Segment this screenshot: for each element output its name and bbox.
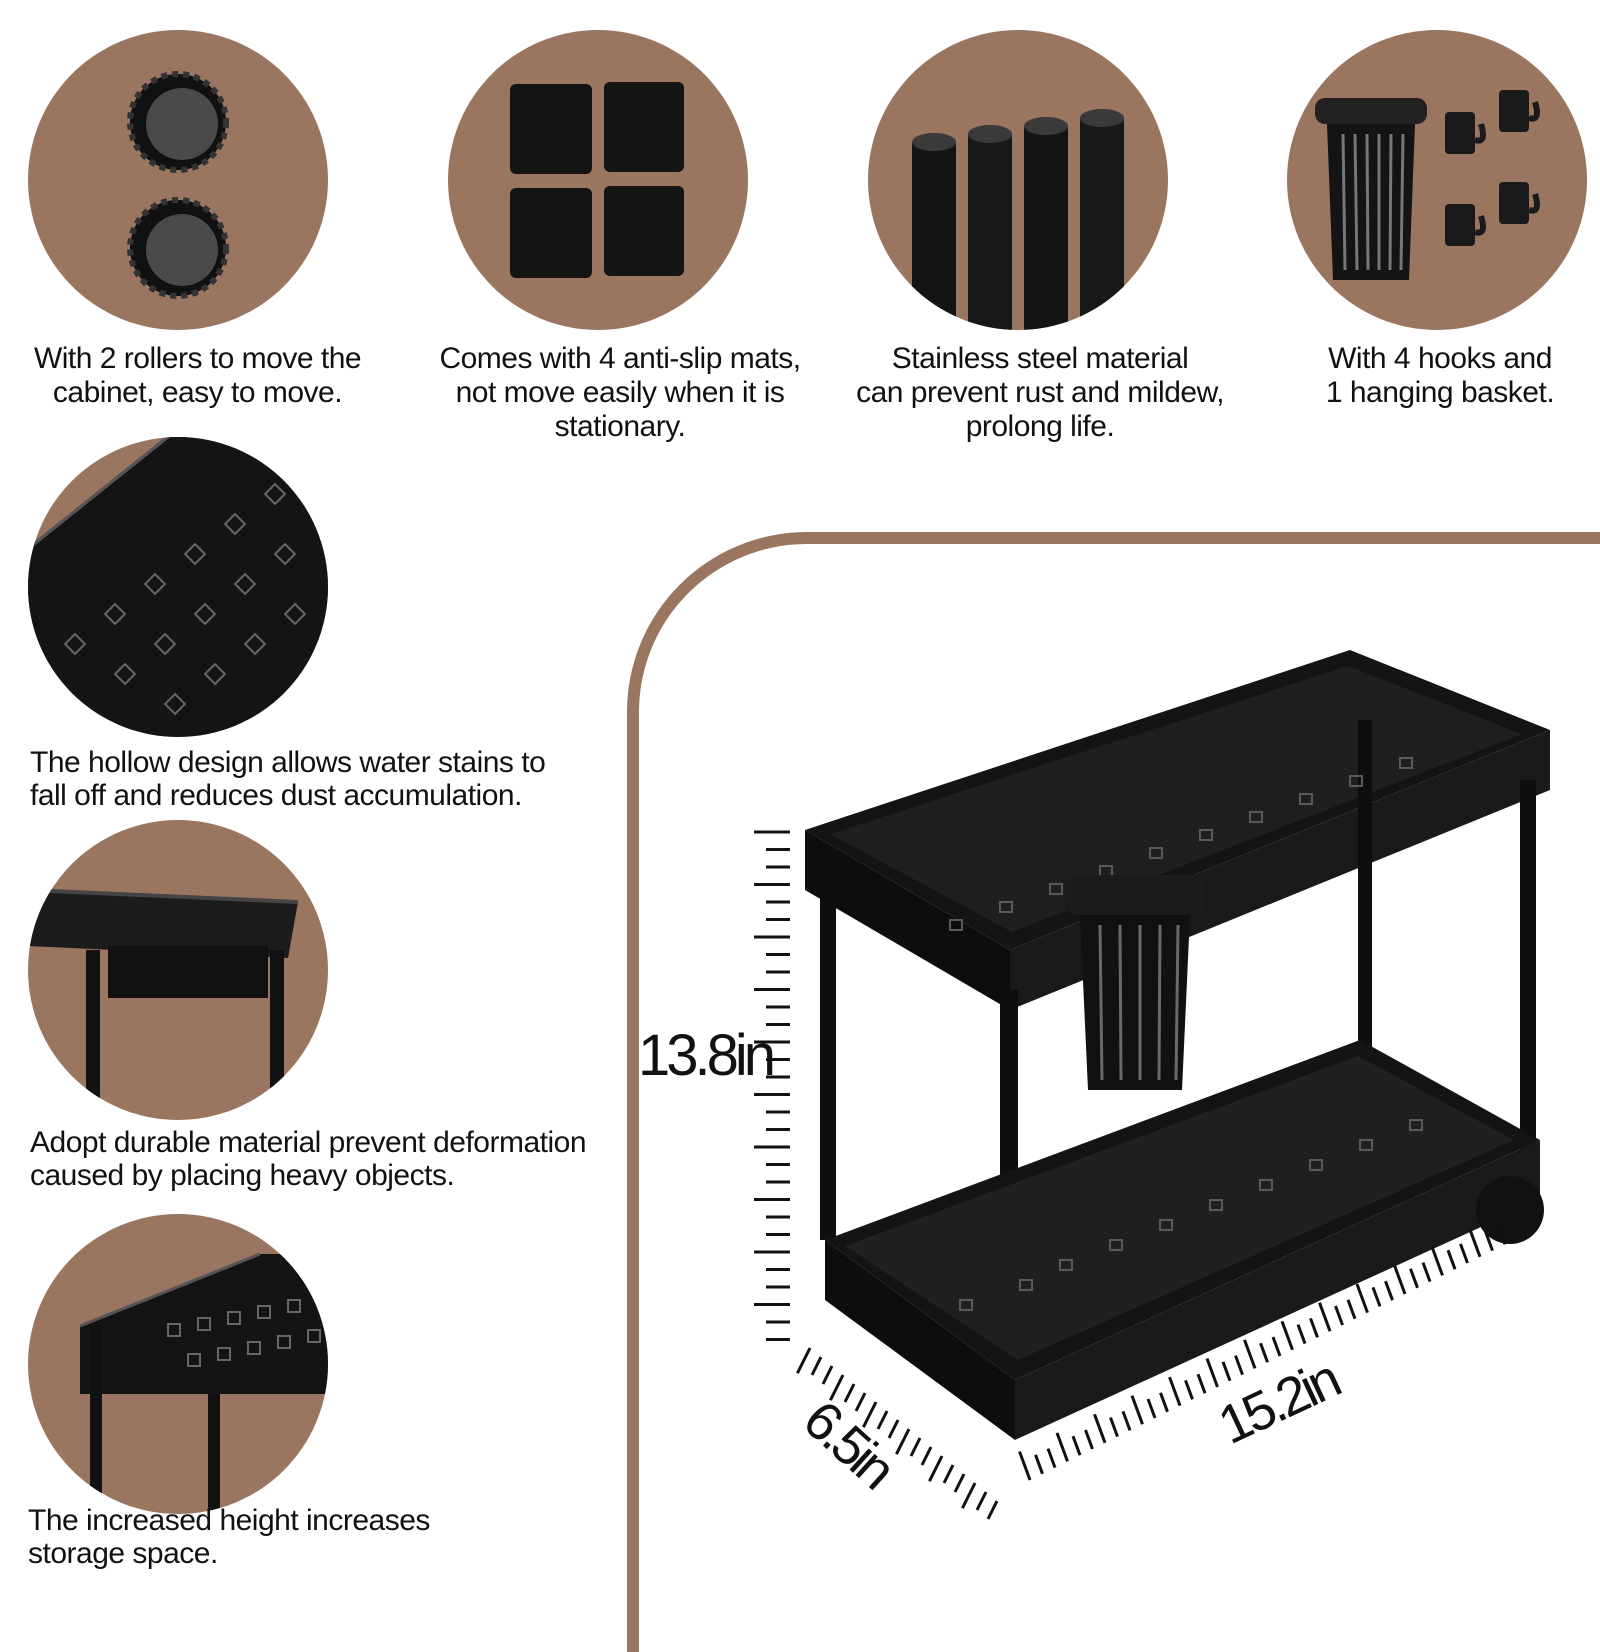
ruler-tick — [1205, 1357, 1219, 1388]
ruler-tick — [1484, 1231, 1494, 1252]
width-ruler — [1018, 1209, 1519, 1481]
feature-caption-durable: Adopt durable material prevent deformati… — [30, 1126, 587, 1192]
height-label: 13.8in — [638, 1023, 773, 1088]
ruler-tick — [1146, 1398, 1157, 1419]
ruler-tick — [986, 1500, 999, 1520]
ruler-tick — [1168, 1376, 1182, 1407]
ruler-tick — [1034, 1454, 1044, 1475]
ruler-tick — [895, 1428, 911, 1455]
ruler-tick — [843, 1383, 856, 1403]
ruler-tick — [810, 1356, 823, 1376]
ruler-tick — [1018, 1450, 1032, 1481]
ruler-tick — [1234, 1355, 1244, 1376]
ruler-tick — [1271, 1336, 1282, 1357]
ruler-tick — [1280, 1320, 1294, 1351]
ruler-tick — [942, 1464, 955, 1484]
depth-label: 6.5in — [792, 1389, 905, 1499]
ruler-tick — [1130, 1395, 1144, 1425]
ruler-tick — [1109, 1417, 1119, 1438]
ruler-tick — [1384, 1280, 1394, 1301]
ruler-tick — [1446, 1249, 1457, 1270]
ruler-tick — [1318, 1302, 1332, 1332]
roller-wheels-icon — [127, 71, 229, 299]
ruler-tick — [928, 1455, 944, 1482]
ruler-tick — [1430, 1246, 1444, 1276]
roller-wheels-circle — [28, 30, 328, 330]
ruler-tick — [1421, 1262, 1432, 1283]
ruler-tick — [1371, 1286, 1382, 1307]
steel-tubes-icon — [912, 109, 1124, 330]
ruler-tick — [876, 1410, 889, 1430]
anti-slip-mats-circle — [448, 30, 748, 330]
ruler-tick — [920, 1446, 933, 1466]
feature-caption-mats: Comes with 4 anti-slip mats, not move ea… — [439, 342, 801, 443]
product-panel-frame — [627, 532, 1600, 1652]
hooks-basket-icon — [1315, 90, 1540, 280]
feature-caption-height: The increased height increases storage s… — [28, 1504, 430, 1570]
ruler-tick — [1259, 1342, 1269, 1363]
ruler-tick — [1346, 1299, 1357, 1320]
width-label: 15.2in — [1210, 1349, 1348, 1456]
hollow-shelf-icon — [28, 437, 328, 737]
ruler-tick — [1159, 1392, 1169, 1413]
ruler-tick — [909, 1437, 922, 1457]
ruler-tick — [1459, 1243, 1469, 1264]
tall-shelf-icon — [79, 1252, 328, 1514]
durable-frame-circle — [28, 820, 328, 1120]
ruler-tick — [1221, 1361, 1232, 1382]
ruler-tick — [1496, 1224, 1507, 1245]
ruler-tick — [1093, 1413, 1107, 1444]
height-ruler — [754, 830, 790, 1341]
ruler-tick — [1196, 1373, 1207, 1394]
ruler-tick — [862, 1401, 878, 1428]
hollow-shelf-circle — [28, 437, 328, 737]
ruler-tick — [1296, 1324, 1307, 1345]
ruler-tick — [1055, 1432, 1069, 1462]
ruler-tick — [953, 1473, 966, 1493]
ruler-tick — [961, 1482, 977, 1509]
ruler-tick — [1505, 1209, 1519, 1239]
ruler-tick — [1468, 1227, 1482, 1258]
ruler-tick — [1243, 1339, 1257, 1369]
ruler-tick — [829, 1374, 845, 1401]
ruler-tick — [1355, 1283, 1369, 1314]
ruler-tick — [1409, 1268, 1419, 1289]
ruler-tick — [1393, 1264, 1407, 1295]
durable-frame-icon — [28, 888, 299, 1120]
ruler-tick — [887, 1419, 900, 1439]
feature-caption-rollers: With 2 rollers to move the cabinet, easy… — [33, 342, 362, 409]
ruler-tick — [796, 1347, 812, 1374]
ruler-tick — [854, 1392, 867, 1412]
steel-tubes-circle — [868, 30, 1168, 330]
hanging-basket — [1065, 875, 1205, 1090]
feature-caption-hooks: With 4 hooks and 1 hanging basket. — [1325, 342, 1555, 409]
bottom-shelf — [825, 1040, 1540, 1440]
ruler-tick — [1184, 1379, 1194, 1400]
anti-slip-mats-icon — [510, 82, 684, 278]
ruler-tick — [821, 1365, 834, 1385]
feature-caption-steel: Stainless steel material can prevent rus… — [856, 342, 1224, 443]
ruler-tick — [975, 1491, 988, 1511]
ruler-tick — [1334, 1305, 1344, 1326]
roller-wheel — [1476, 1176, 1544, 1244]
product-dimension-illustration: 13.8in 6.5in 15.2in — [638, 650, 1550, 1520]
ruler-tick — [1121, 1410, 1132, 1431]
hooks-basket-circle — [1287, 30, 1587, 330]
ruler-tick — [1071, 1435, 1082, 1456]
tall-shelf-circle — [28, 1214, 328, 1514]
ruler-tick — [1084, 1429, 1094, 1450]
ruler-tick — [1046, 1448, 1057, 1469]
ruler-tick — [1309, 1317, 1319, 1338]
depth-ruler — [796, 1347, 999, 1520]
feature-caption-hollow: The hollow design allows water stains to… — [30, 746, 546, 812]
